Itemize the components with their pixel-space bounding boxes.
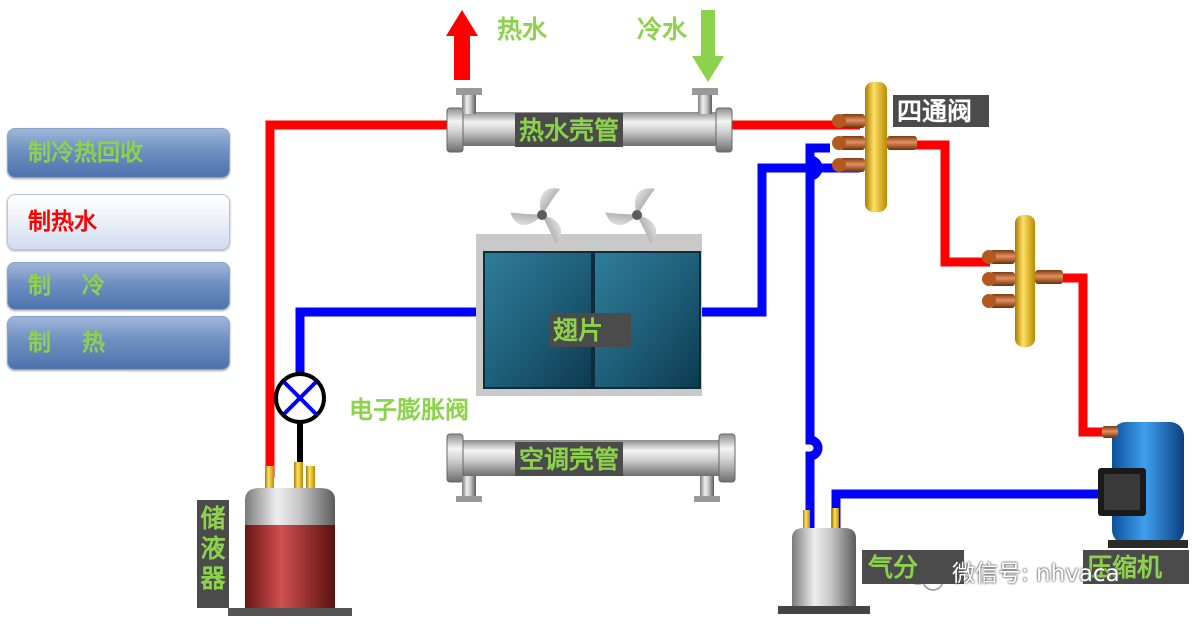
ac-shell-label: 空调壳管 [515,442,624,476]
fan-icon [510,188,562,244]
mode-label: 制 热 [28,329,106,356]
hot-water-label: 热水 [497,15,548,44]
expansion-valve-icon [274,372,326,480]
hot-pipe-valve-to-second-valve [915,140,990,267]
compressor [1098,422,1188,548]
compressor-label: 压缩机 [1083,550,1189,584]
mode-button-cooling-heat-recovery[interactable]: 制冷热回收 [7,128,230,178]
hot-pipes [265,120,1110,478]
receiver-label: 储 液 器 [197,500,229,608]
hot-pipe-receiver-to-shell [265,120,455,478]
cold-pipe-exv-to-fins [295,307,490,378]
mode-button-hot-water[interactable]: 制热水 [7,194,230,250]
liquid-receiver [228,462,352,616]
mode-label: 制热水 [28,208,97,235]
hot-water-shell-label: 热水壳管 [515,113,624,147]
four-way-valve [832,82,917,212]
cold-pipe-fins-to-valve [700,163,860,317]
mode-button-heating[interactable]: 制 热 [7,316,230,370]
gas-separator [778,508,870,614]
cold-pipe-valve-to-gas-separator [805,143,830,528]
four-way-valve-label: 四通阀 [893,95,989,127]
mode-label: 制 冷 [28,272,106,299]
arrow-up-icon [446,10,478,80]
cold-water-label: 冷水 [637,15,688,44]
fin-coil [476,234,702,396]
exv-label: 电子膨胀阀 [349,396,469,424]
cold-pipes [295,143,1105,530]
arrow-down-icon [692,10,724,82]
mode-button-cooling[interactable]: 制 冷 [7,262,230,310]
reversing-valve [982,215,1063,347]
fins-label: 翅片 [549,313,632,347]
gas-separator-label: 气分 [862,550,964,584]
watermark-text: 微信号: nhvaca [952,561,1120,587]
hot-pipe-to-compressor [1060,273,1110,437]
cold-pipe-separator-to-compressor [831,489,1105,530]
fan-icon [605,188,657,244]
mode-label: 制冷热回收 [28,139,143,166]
